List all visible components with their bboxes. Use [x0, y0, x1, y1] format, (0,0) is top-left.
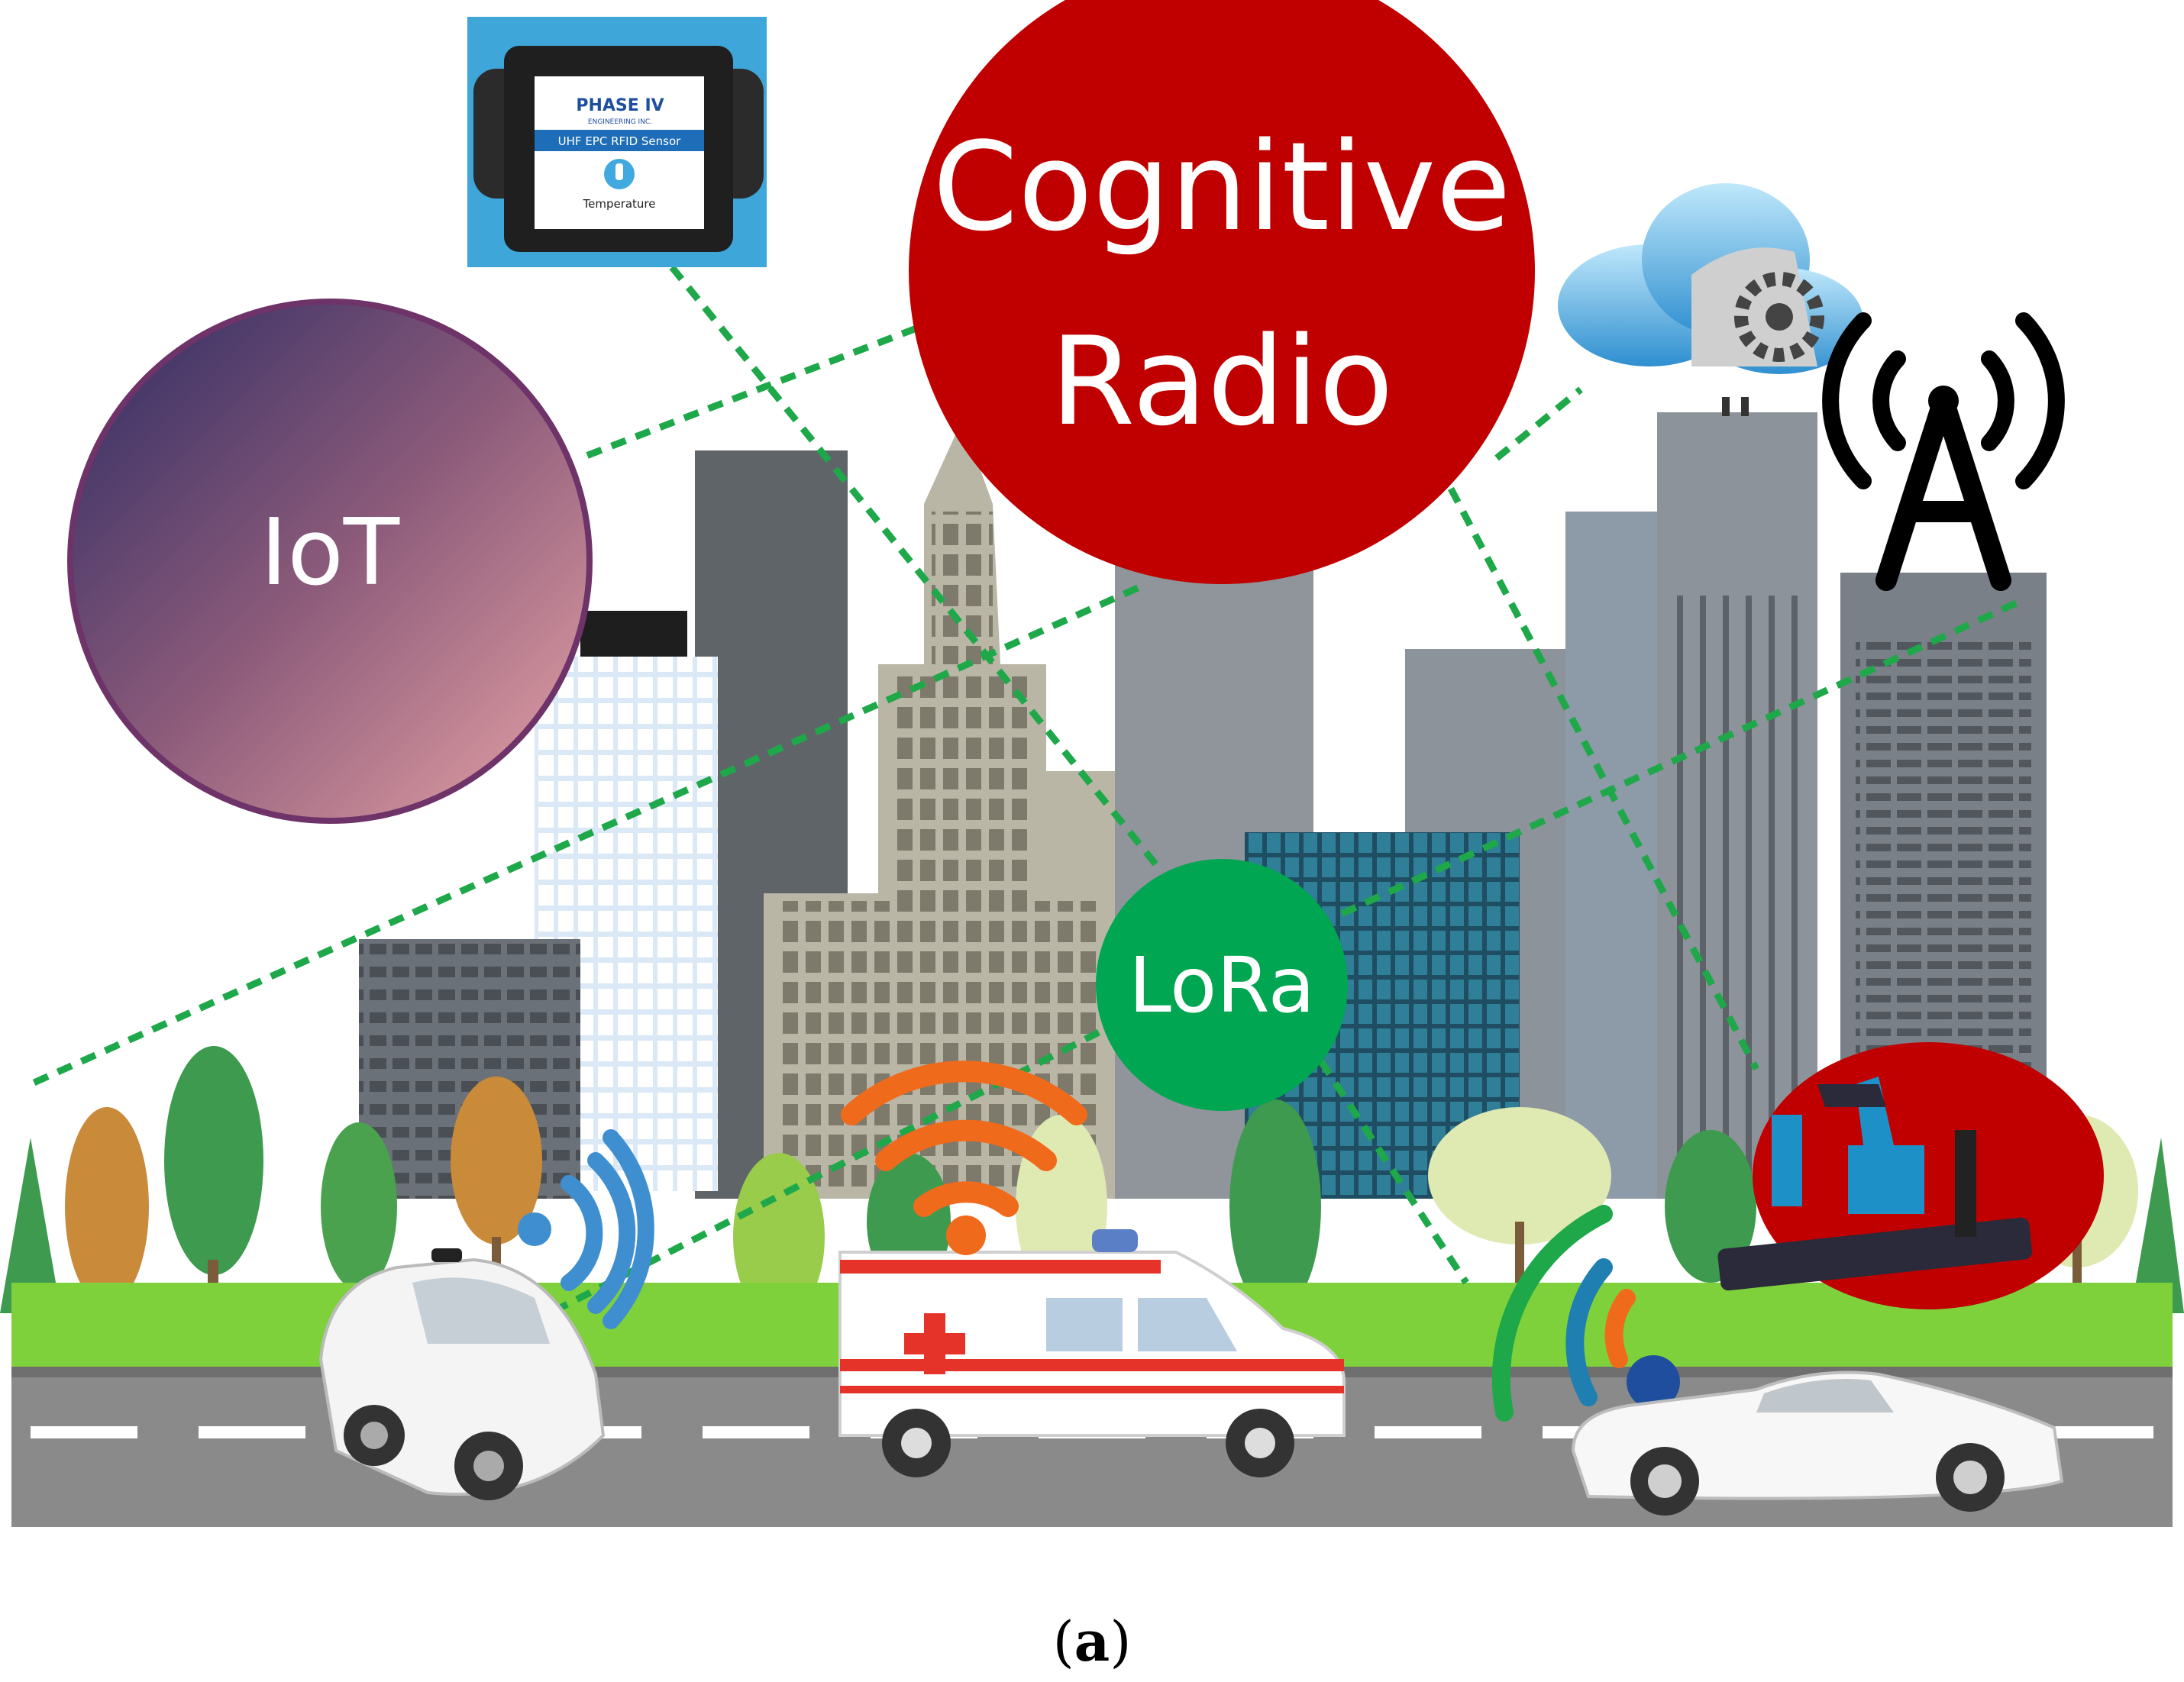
building-tall-right [1657, 397, 1817, 1199]
sensor-type: Temperature [582, 197, 655, 211]
tree [2131, 1138, 2184, 1313]
link-cr-to-cloud [1494, 386, 1583, 461]
link-lora-to-car [548, 981, 1194, 1317]
rfid-sensor-icon: PHASE IV ENGINEERING INC. UHF EPC RFID S… [467, 17, 767, 267]
autonomous-car-icon [318, 1248, 606, 1500]
ambulance-icon [838, 1229, 1346, 1477]
sensor-subtitle: ENGINEERING INC. [588, 118, 652, 126]
node-lora: LoRa [1096, 859, 1348, 1111]
lora-label: LoRa [1129, 941, 1315, 1030]
cloud-gear-icon [1558, 183, 1863, 374]
red-cross-icon [904, 1313, 965, 1374]
link-tower-to-lora [1335, 599, 2018, 920]
robot-arm-icon [1717, 1042, 2104, 1309]
link-cr-to-robot [1448, 486, 1759, 1071]
iot-label: IoT [260, 500, 400, 606]
caption-letter: a [1074, 1609, 1110, 1674]
sensor-brand: PHASE IV [576, 96, 664, 115]
cognitive-radio-line2: Radio [1050, 310, 1394, 453]
signal-waves-blue-icon [518, 1129, 654, 1329]
signal-waves-multicolor-icon [1491, 1205, 1680, 1422]
link-lora-to-luxury-car [1318, 1059, 1469, 1285]
caption-text: (a) [1053, 1609, 1132, 1674]
luxury-car-icon [1571, 1370, 2064, 1516]
sensor-band: UHF EPC RFID Sensor [558, 134, 681, 148]
dashed-links [29, 265, 2018, 1317]
node-cognitive-radio: Cognitive Radio [909, 0, 1535, 584]
gear-icon [1734, 272, 1824, 362]
wifi-icon [841, 1061, 1087, 1255]
building-blue-right [1565, 512, 1672, 1199]
tree [1665, 1130, 1756, 1283]
radio-tower-icon [1822, 312, 2065, 591]
caption-close-paren: ) [1110, 1609, 1131, 1674]
figure-caption: (a) [1053, 1609, 1132, 1674]
caption-open-paren: ( [1053, 1609, 1074, 1674]
link-cr-to-iot [579, 324, 918, 462]
node-iot: IoT [67, 299, 593, 824]
cognitive-radio-line1: Cognitive [932, 115, 1510, 258]
link-cr-to-left-edge [29, 584, 1139, 1088]
